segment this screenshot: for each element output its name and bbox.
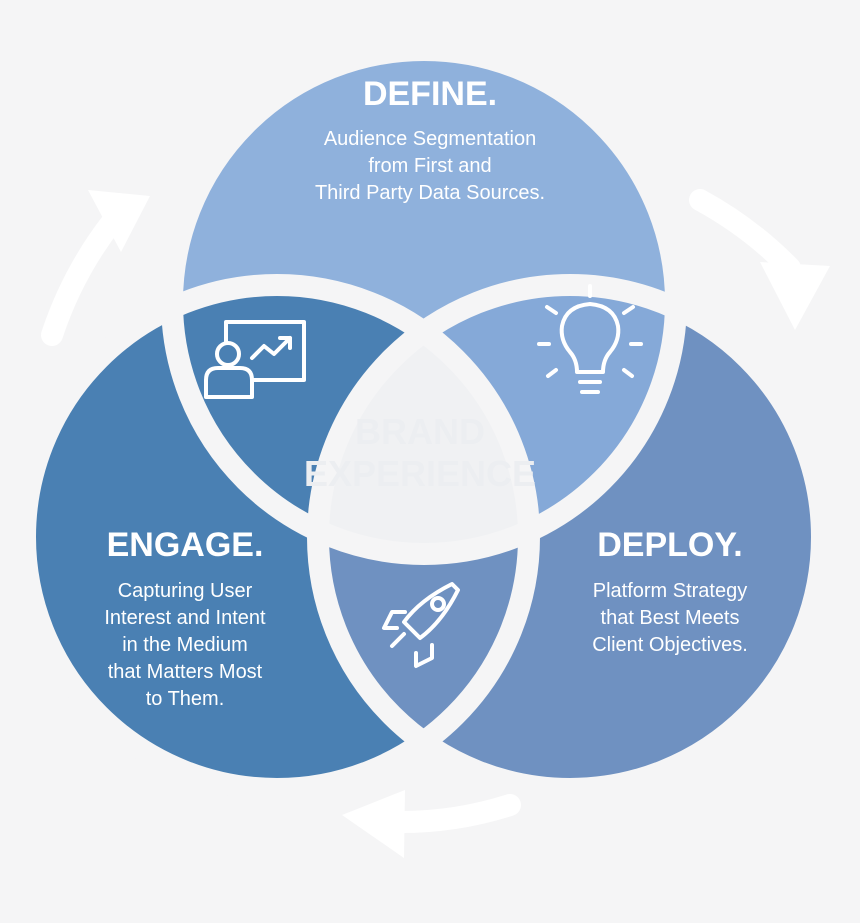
center-label-line2: EXPERIENCE <box>304 453 536 494</box>
lightbulb-icon <box>537 284 643 394</box>
deploy-line-1: Platform Strategy <box>593 580 748 602</box>
engage-line-2: Interest and Intent <box>104 607 266 629</box>
cycle-arrow-top-left <box>41 190 150 346</box>
center-label-line1: BRAND <box>355 411 485 452</box>
presentation-icon <box>204 320 306 399</box>
engage-line-3: in the Medium <box>122 634 248 656</box>
engage-line-5: to Them. <box>146 688 225 710</box>
define-line-3: Third Party Data Sources. <box>315 182 545 204</box>
define-line-2: from First and <box>368 155 491 177</box>
rocket-icon <box>382 582 460 668</box>
deploy-line-3: Client Objectives. <box>592 634 748 656</box>
define-title: DEFINE. <box>363 75 497 113</box>
deploy-line-2: that Best Meets <box>601 607 740 629</box>
engage-line-4: that Matters Most <box>108 661 263 683</box>
cycle-arrow-top-right <box>689 189 830 330</box>
engage-line-1: Capturing User <box>118 580 253 602</box>
brand-experience-core <box>318 285 529 554</box>
define-line-1: Audience Segmentation <box>324 128 536 150</box>
cycle-arrow-bottom <box>342 790 521 858</box>
engage-title: ENGAGE. <box>107 526 264 564</box>
deploy-title: DEPLOY. <box>597 526 742 564</box>
